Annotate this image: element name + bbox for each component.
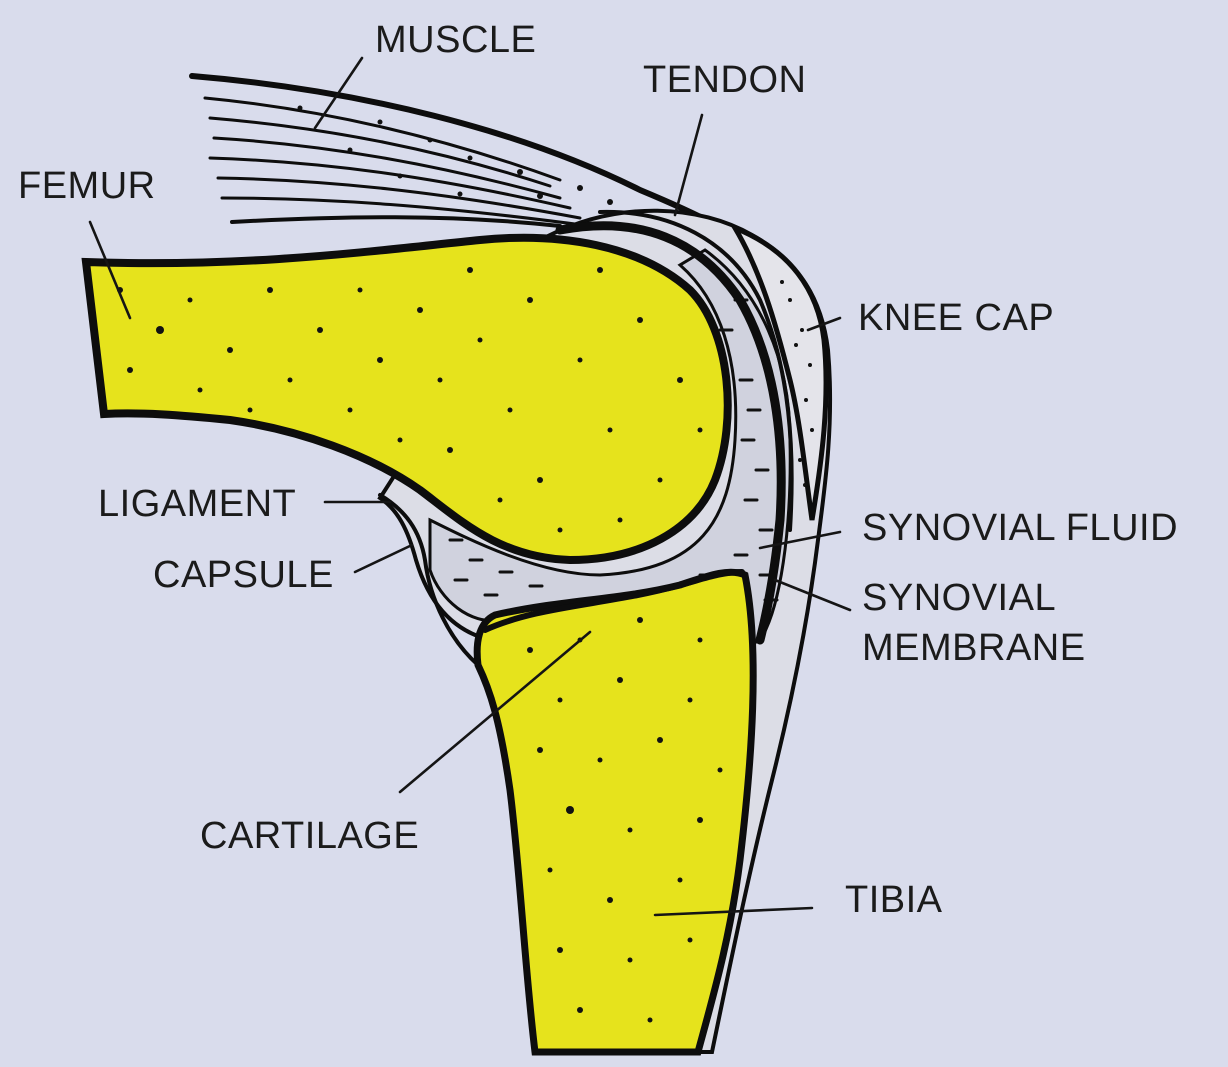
tibia (477, 572, 753, 1052)
leader-capsule (355, 545, 412, 572)
label-cartilage: CARTILAGE (200, 815, 419, 857)
label-knee-cap: KNEE CAP (858, 297, 1054, 339)
leader-tendon (675, 115, 702, 215)
label-synovial-fluid: SYNOVIAL FLUID (862, 507, 1178, 549)
label-femur: FEMUR (18, 165, 156, 207)
label-tendon: TENDON (643, 59, 806, 101)
label-tibia: TIBIA (845, 879, 943, 921)
label-muscle: MUSCLE (375, 19, 536, 61)
label-synovial-membrane-line2: MEMBRANE (862, 627, 1086, 669)
label-capsule: CAPSULE (153, 554, 334, 596)
label-ligament: LIGAMENT (98, 483, 296, 525)
label-synovial-membrane-line1: SYNOVIAL (862, 577, 1056, 619)
